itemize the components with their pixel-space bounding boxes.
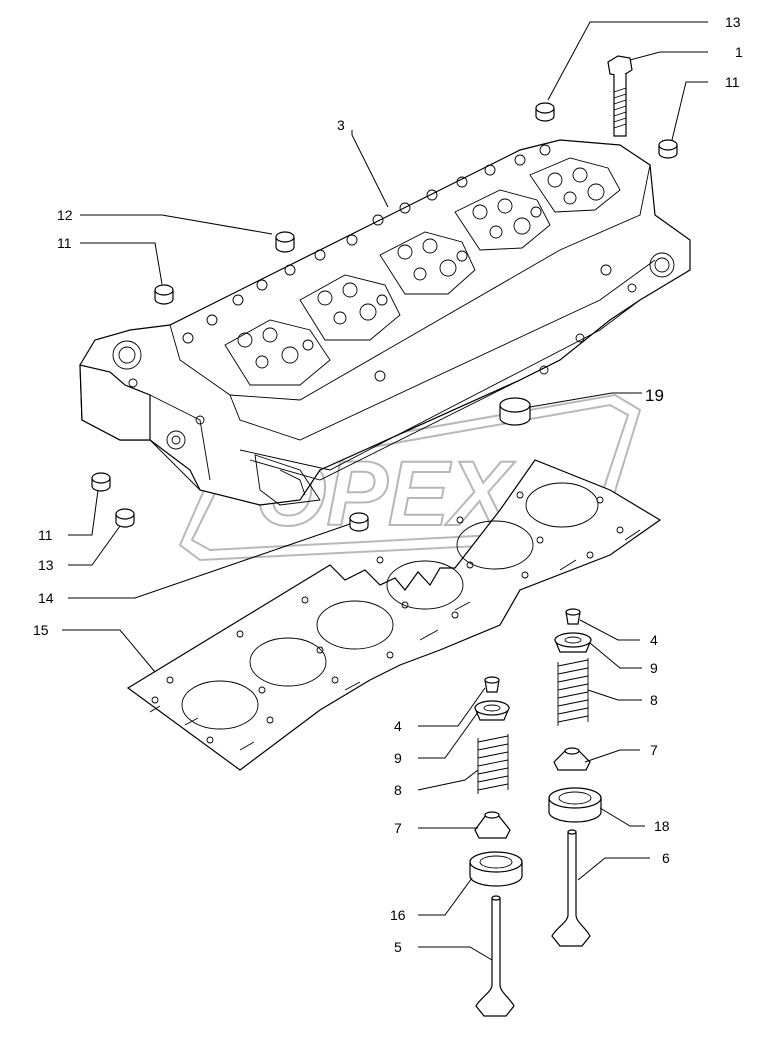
callout-11-low: 11: [38, 527, 53, 543]
callout-9-right: 9: [650, 660, 658, 676]
spring-retainer-right: [554, 632, 592, 653]
dowel-14: [349, 512, 369, 532]
valve-seal-right: [553, 747, 591, 771]
leader-lines: [62, 21, 708, 961]
callout-15: 15: [33, 622, 49, 638]
dowel-19: [499, 397, 531, 426]
callout-5: 5: [394, 939, 402, 955]
dowel-11-top: [658, 139, 678, 159]
callout-11-left: 11: [57, 235, 72, 251]
valve-seat-16: [469, 851, 523, 887]
callout-labels: 13 1 11 3 12 11 19 11 13 14 15 4 9 8 7 1…: [33, 14, 743, 955]
callout-13-low: 13: [38, 557, 54, 573]
valve-5: [475, 895, 515, 1017]
callout-7-left: 7: [394, 820, 402, 836]
callout-8-left: 8: [394, 782, 402, 798]
dowel-11-left: [154, 284, 174, 305]
valve-spring-left: [477, 734, 509, 794]
valve-seat-18: [548, 787, 602, 823]
callout-1: 1: [735, 44, 743, 60]
callout-14: 14: [38, 590, 54, 606]
valve-spring-right: [557, 658, 589, 726]
callout-7-right: 7: [650, 742, 658, 758]
callout-19: 19: [645, 386, 664, 405]
callout-8-right: 8: [650, 692, 658, 708]
callout-16: 16: [390, 907, 406, 923]
callout-6: 6: [662, 850, 670, 866]
dowel-13-low: [115, 508, 135, 528]
head-gasket: [126, 459, 662, 771]
valve-cotter-right: [565, 608, 581, 625]
callout-3: 3: [337, 117, 345, 133]
valve-seal-left: [474, 811, 511, 839]
callout-4-right: 4: [650, 632, 658, 648]
spring-retainer-left: [474, 700, 510, 721]
cylinder-head: [79, 139, 691, 506]
callout-13-top: 13: [725, 14, 741, 30]
valve-6: [551, 829, 591, 947]
head-bolt: [607, 55, 633, 137]
callout-4-left: 4: [394, 718, 402, 734]
callout-11-top: 11: [725, 74, 740, 90]
callout-9-left: 9: [394, 750, 402, 766]
callout-18: 18: [654, 818, 670, 834]
callout-12: 12: [57, 207, 73, 223]
dowel-11-low: [91, 472, 111, 492]
dowel-13-top: [535, 102, 555, 122]
dowel-12: [275, 231, 295, 253]
valve-cotter-left: [484, 676, 500, 693]
